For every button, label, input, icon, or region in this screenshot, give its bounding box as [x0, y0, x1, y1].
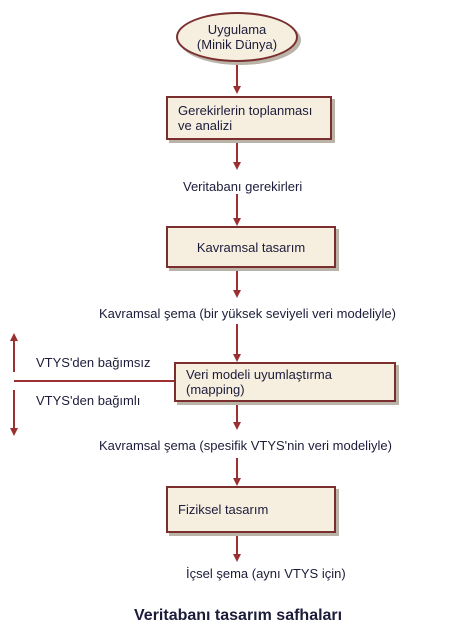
step-conceptual-label: Kavramsal tasarım [196, 239, 306, 255]
step-conceptual-design: Kavramsal tasarım [166, 226, 336, 268]
output-db-requirements: Veritabanı gerekirleri [183, 179, 303, 194]
step-requirements-line2: ve analizi [178, 118, 233, 133]
step-requirements-line1: Gerekirlerin toplanması [178, 103, 313, 118]
output-conceptual-schema-high: Kavramsal şema (bir yüksek seviyeli veri… [99, 306, 396, 321]
diagram-caption: Veritabanı tasarım safhaları [134, 607, 343, 624]
step-mapping-label: Veri modeli uyumlaştırma (mapping) [186, 367, 332, 397]
start-node-line1: Uygulama [207, 22, 267, 37]
step-requirements-analysis: Gerekirlerin toplanması ve analizi [166, 96, 332, 140]
output-conceptual-schema-specific: Kavramsal şema (spesifik VTYS'nin veri m… [99, 438, 392, 453]
output-internal-schema: İçsel şema (aynı VTYS için) [186, 566, 346, 581]
step-data-model-mapping: Veri modeli uyumlaştırma (mapping) [174, 362, 396, 402]
start-node-application: Uygulama (Minik Dünya) [176, 12, 298, 62]
step-physical-design: Fiziksel tasarım [166, 486, 336, 533]
side-label-dependent: VTYS'den bağımlı [36, 393, 141, 408]
start-node-line2: (Minik Dünya) [196, 37, 278, 52]
step-physical-label: Fiziksel tasarım [178, 502, 269, 517]
side-label-independent: VTYS'den bağımsız [36, 355, 151, 370]
